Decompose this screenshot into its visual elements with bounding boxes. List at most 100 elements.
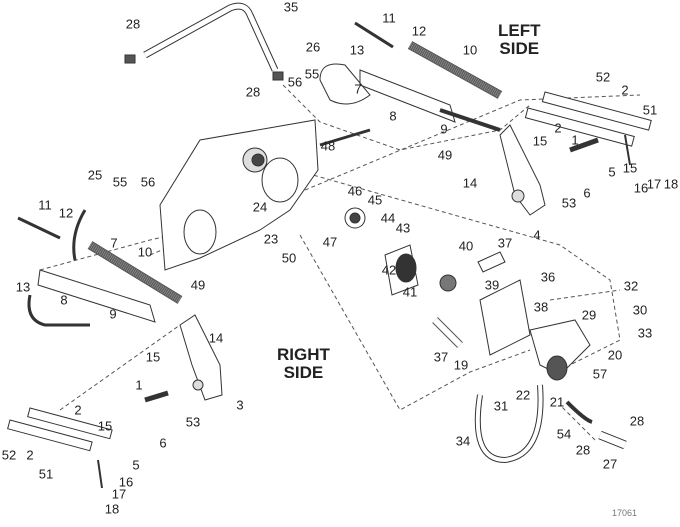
part-callout-31: 31	[493, 398, 509, 414]
part-callout-15: 15	[532, 133, 548, 149]
part-callout-2: 2	[74, 402, 82, 418]
left-side-label-line1: LEFT	[498, 21, 541, 40]
part-callout-1: 1	[571, 132, 579, 148]
part-callout-3: 3	[236, 397, 244, 413]
part-callout-54: 54	[556, 426, 572, 442]
part-callout-41: 41	[402, 284, 418, 300]
part-callout-45: 45	[367, 192, 383, 208]
part-callout-46: 46	[347, 183, 363, 199]
part-callout-33: 33	[637, 325, 653, 341]
part-callout-30: 30	[632, 302, 648, 318]
part-callout-2: 2	[554, 120, 562, 136]
part-callout-28: 28	[245, 84, 261, 100]
part-callout-40: 40	[458, 238, 474, 254]
part-callout-51: 51	[38, 466, 54, 482]
right-side-cylinder	[17, 209, 183, 327]
part-callout-2: 2	[621, 82, 629, 98]
part-callout-53: 53	[185, 414, 201, 430]
part-callout-9: 9	[109, 306, 117, 322]
part-callout-14: 14	[208, 330, 224, 346]
part-callout-9: 9	[440, 121, 448, 137]
part-callout-11: 11	[382, 10, 396, 26]
part-callout-28: 28	[575, 442, 591, 458]
part-callout-20: 20	[607, 347, 623, 363]
part-callout-25: 25	[87, 167, 103, 183]
part-callout-12: 12	[58, 205, 74, 221]
hose-35	[124, 2, 284, 81]
part-callout-5: 5	[608, 164, 616, 180]
part-callout-37: 37	[433, 349, 449, 365]
part-callout-15: 15	[97, 418, 113, 434]
drive-assembly	[344, 207, 591, 381]
part-callout-6: 6	[583, 185, 591, 201]
part-callout-18: 18	[104, 501, 120, 517]
right-side-arm	[7, 314, 223, 489]
left-side-label: LEFT SIDE	[498, 22, 541, 58]
part-callout-37: 37	[497, 235, 513, 251]
figure-number: 17061	[612, 508, 638, 518]
right-side-label-line2: SIDE	[283, 362, 324, 382]
part-callout-52: 52	[595, 69, 611, 85]
part-callout-6: 6	[159, 435, 167, 451]
part-callout-16: 16	[633, 180, 649, 196]
part-callout-28: 28	[629, 413, 645, 429]
part-callout-11: 11	[38, 197, 52, 213]
part-callout-50: 50	[281, 250, 297, 266]
part-callout-29: 29	[581, 307, 597, 323]
part-callout-1: 1	[135, 377, 143, 393]
part-callout-34: 34	[455, 433, 471, 449]
part-callout-56: 56	[287, 74, 303, 90]
part-callout-56: 56	[140, 174, 156, 190]
part-callout-43: 43	[395, 220, 411, 236]
part-callout-57: 57	[592, 366, 608, 382]
part-callout-32: 32	[623, 278, 639, 294]
part-callout-23: 23	[263, 231, 279, 247]
part-callout-48: 48	[320, 138, 336, 154]
mounting-plate	[159, 119, 319, 271]
part-callout-19: 19	[453, 357, 469, 373]
hose-27	[565, 400, 627, 450]
part-callout-49: 49	[437, 147, 453, 163]
hose-34	[474, 384, 544, 464]
right-side-label: RIGHT SIDE	[277, 346, 330, 382]
part-callout-13: 13	[15, 279, 31, 295]
part-callout-15: 15	[145, 349, 161, 365]
part-callout-26: 26	[305, 39, 321, 55]
part-callout-53: 53	[561, 195, 577, 211]
part-callout-7: 7	[110, 235, 118, 251]
left-side-label-line2: SIDE	[499, 38, 540, 58]
part-callout-36: 36	[540, 269, 556, 285]
part-callout-4: 4	[533, 227, 541, 243]
part-callout-44: 44	[380, 210, 396, 226]
part-callout-8: 8	[60, 292, 68, 308]
part-callout-15: 15	[622, 160, 638, 176]
part-callout-8: 8	[389, 108, 397, 124]
part-callout-12: 12	[411, 23, 427, 39]
part-callout-7: 7	[354, 81, 362, 97]
part-callout-10: 10	[462, 42, 478, 58]
part-callout-22: 22	[515, 387, 531, 403]
part-callout-28: 28	[125, 16, 141, 32]
part-callout-47: 47	[322, 234, 338, 250]
part-callout-5: 5	[132, 457, 140, 473]
part-callout-52: 52	[1, 447, 17, 463]
part-callout-55: 55	[304, 66, 320, 82]
part-callout-16: 16	[118, 474, 134, 490]
part-callout-2: 2	[26, 447, 34, 463]
part-callout-18: 18	[663, 176, 679, 192]
part-callout-49: 49	[190, 277, 206, 293]
part-callout-17: 17	[111, 486, 127, 502]
part-callout-55: 55	[112, 174, 128, 190]
part-callout-42: 42	[381, 262, 397, 278]
part-callout-21: 21	[549, 394, 565, 410]
part-callout-17: 17	[646, 176, 662, 192]
part-callout-27: 27	[602, 456, 618, 472]
left-side-cylinder	[319, 21, 503, 147]
right-side-label-line1: RIGHT	[277, 345, 330, 364]
part-callout-24: 24	[252, 199, 268, 215]
part-callout-51: 51	[642, 102, 658, 118]
part-callout-38: 38	[533, 299, 549, 315]
left-side-arm	[499, 91, 652, 216]
